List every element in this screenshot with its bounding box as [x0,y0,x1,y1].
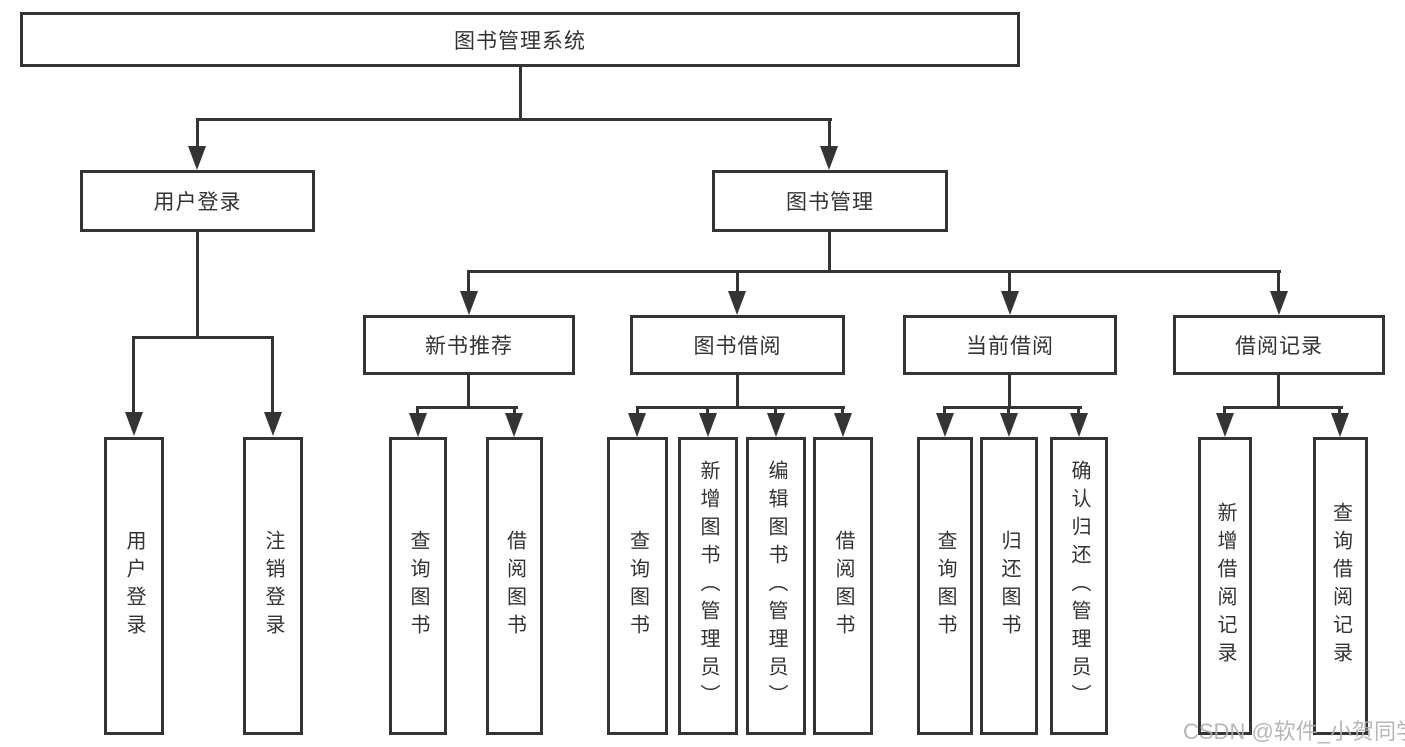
arrow-down-icon [1270,291,1288,315]
connector-new-rec-bus [416,406,518,409]
arrow-down-icon [505,413,523,437]
leaf-query-book-recommend-label: 查询图书 [407,530,429,642]
node-library-system-label: 图书管理系统 [454,29,586,53]
leaf-borrow-book-recommend: 借阅图书 [486,437,543,735]
connector-user-login-bus [132,336,274,339]
csdn-watermark: CSDN @软件_小贺同学 [1183,719,1405,744]
connector-current-borrow-stem [1008,375,1011,408]
node-current-borrow-label: 当前借阅 [966,335,1054,358]
arrow-down-icon [820,146,838,170]
connector-drop [774,406,777,416]
leaf-add-book-admin-label: 新增图书（管理员） [697,460,719,712]
leaf-logout-label: 注销登录 [262,530,284,642]
arrow-down-icon [460,291,478,315]
connector-drop [1223,406,1226,416]
connector-drop [706,406,709,416]
arrow-down-icon [1331,413,1349,437]
arrow-down-icon [409,413,427,437]
leaf-confirm-return-admin: 确认归还（管理员） [1050,437,1108,735]
leaf-return-book: 归还图书 [980,437,1038,735]
connector-drop [513,406,516,416]
connector-drop-book-borrow [736,270,739,294]
leaf-borrow-book: 借阅图书 [813,437,873,735]
leaf-query-book-current-label: 查询图书 [934,530,956,642]
node-new-book-recommend-label: 新书推荐 [425,335,513,358]
connector-drop [1077,406,1080,416]
leaf-logout: 注销登录 [243,437,303,735]
connector-root-bus [196,118,832,121]
arrow-down-icon [699,413,717,437]
connector-drop-leaf-login [132,336,135,414]
arrow-down-icon [1070,413,1088,437]
connector-drop [416,406,419,416]
connector-drop [943,406,946,416]
arrow-down-icon [767,413,785,437]
connector-book-borrow-stem [736,375,739,408]
connector-drop-borrow-record [1277,270,1280,294]
connector-book-mgmt-stem [828,232,831,270]
arrow-down-icon [936,413,954,437]
leaf-query-borrow-record: 查询借阅记录 [1313,437,1368,735]
arrow-down-icon [1001,291,1019,315]
leaf-borrow-book-label: 借阅图书 [832,530,854,642]
connector-borrow-record-stem [1277,375,1280,408]
node-library-system: 图书管理系统 [20,12,1020,67]
leaf-user-login: 用户登录 [104,437,164,735]
arrow-down-icon [188,146,206,170]
leaf-borrow-book-recommend-label: 借阅图书 [503,530,526,642]
connector-drop-leaf-logout [271,336,274,414]
connector-book-borrow-bus [636,406,845,409]
leaf-query-book-borrow-label: 查询图书 [626,530,649,642]
connector-borrow-record-bus [1223,406,1343,409]
arrow-down-icon [125,412,143,436]
arrow-down-icon [1000,413,1018,437]
connector-drop-user-login [196,118,199,150]
connector-new-rec-stem [467,375,470,408]
node-book-management: 图书管理 [712,170,948,232]
node-book-management-label: 图书管理 [786,191,874,214]
node-borrow-record-label: 借阅记录 [1235,335,1323,358]
leaf-query-book-borrow: 查询图书 [607,437,668,735]
leaf-query-book-current: 查询图书 [917,437,973,735]
arrow-down-icon [628,413,646,437]
connector-drop-book-mgmt [828,118,831,150]
node-book-borrow: 图书借阅 [630,315,845,375]
leaf-add-borrow-record: 新增借阅记录 [1198,437,1252,735]
connector-drop-current-borrow [1008,270,1011,294]
connector-user-login-stem [196,232,199,336]
arrow-down-icon [264,412,282,436]
leaf-query-book-recommend: 查询图书 [389,437,447,735]
node-new-book-recommend: 新书推荐 [363,315,575,375]
connector-drop [841,406,844,416]
leaf-edit-book-admin: 编辑图书（管理员） [746,437,806,735]
node-borrow-record: 借阅记录 [1173,315,1385,375]
arrow-down-icon [728,291,746,315]
leaf-user-login-label: 用户登录 [123,530,145,642]
node-book-borrow-label: 图书借阅 [693,335,782,358]
connector-book-mgmt-bus [467,270,1281,273]
leaf-add-book-admin: 新增图书（管理员） [678,437,738,735]
leaf-add-borrow-record-label: 新增借阅记录 [1214,502,1236,670]
leaf-query-borrow-record-label: 查询借阅记录 [1329,502,1352,670]
connector-drop-new-rec [467,270,470,294]
node-user-login-label: 用户登录 [153,191,242,214]
connector-current-borrow-bus [943,406,1082,409]
connector-drop [1338,406,1341,416]
leaf-edit-book-admin-label: 编辑图书（管理员） [765,460,787,712]
arrow-down-icon [1216,413,1234,437]
connector-root-stem [519,67,522,120]
connector-drop [636,406,639,416]
leaf-confirm-return-admin-label: 确认归还（管理员） [1068,460,1090,712]
node-user-login: 用户登录 [80,170,315,232]
connector-drop [1007,406,1010,416]
arrow-down-icon [834,413,852,437]
leaf-return-book-label: 归还图书 [998,530,1020,642]
node-current-borrow: 当前借阅 [903,315,1117,375]
